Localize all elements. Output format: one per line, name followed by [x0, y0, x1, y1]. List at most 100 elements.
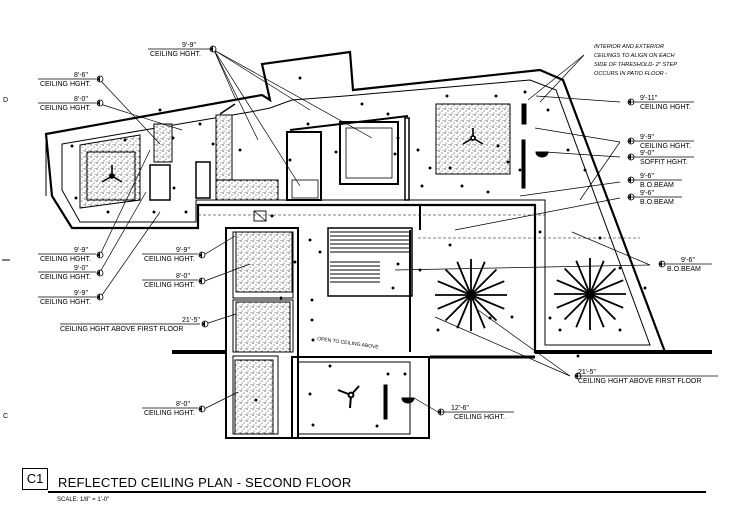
downlight-fixtures [70, 76, 647, 428]
downlight [576, 354, 580, 358]
svg-text:CEILING HGHT.: CEILING HGHT. [454, 414, 505, 421]
elevation-marker-fill [199, 252, 202, 258]
downlight [420, 184, 424, 188]
fixture-ray [470, 280, 505, 296]
downlight [310, 298, 314, 302]
callout-left-5: 9'-9" CEILING HGHT. [38, 290, 96, 306]
ceiling-fan-icon [337, 385, 360, 409]
downlight [171, 136, 175, 140]
svg-text:12'-6": 12'-6" [451, 405, 469, 412]
downlight [403, 372, 407, 376]
open-to-ceiling-label: OPEN TO CEILING ABOVE [317, 336, 380, 351]
downlight [448, 243, 452, 247]
fixture-ray [437, 280, 472, 296]
svg-text:9'-6": 9'-6" [640, 190, 654, 197]
downlight [70, 144, 74, 148]
fixture-ray [470, 294, 498, 322]
stipple-zones [79, 103, 511, 435]
downlight [445, 94, 449, 98]
callout-left-4: 9'-0" CEILING HGHT. [38, 265, 96, 281]
downlight [396, 136, 400, 140]
downlight [74, 196, 78, 200]
callout-left-2: 8'-0" CEILING HGHT. [38, 96, 96, 112]
grid-mark-d: D [3, 97, 8, 104]
svg-text:9'-9": 9'-9" [182, 42, 196, 49]
downlight [386, 112, 390, 116]
fixture-ray [444, 268, 472, 296]
downlight [310, 318, 314, 322]
drawing-title: REFLECTED CEILING PLAN - SECOND FLOOR [58, 475, 352, 490]
elevation-marker-fill [97, 76, 100, 82]
downlight [152, 210, 156, 214]
fixture-ray [470, 294, 505, 310]
fixture-ray [589, 279, 624, 295]
svg-text:SOFFIT HGHT.: SOFFIT HGHT. [640, 159, 688, 166]
svg-text:CEILING HGHT.: CEILING HGHT. [640, 104, 691, 111]
callout-right-8: 12'-6" CEILING HGHT. [440, 405, 514, 421]
ceiling-note: INTERIOR AND EXTERIOR CEILINGS TO ALIGN … [594, 44, 677, 77]
drawing-id-box: C1 [22, 468, 48, 490]
svg-text:CEILING HGHT.: CEILING HGHT. [144, 282, 195, 289]
downlight [298, 76, 302, 80]
downlight [306, 122, 310, 126]
sconce-icon [401, 151, 549, 404]
svg-text:9'-9": 9'-9" [74, 290, 88, 297]
svg-text:8'-0": 8'-0" [74, 96, 88, 103]
svg-text:9'-9": 9'-9" [176, 247, 190, 254]
downlight [308, 238, 312, 242]
svg-text:CEILING HGHT.: CEILING HGHT. [40, 256, 91, 263]
downlight [448, 166, 452, 170]
svg-text:CEILING HGHT.: CEILING HGHT. [144, 256, 195, 263]
downlight [643, 286, 647, 290]
downlight [279, 296, 283, 300]
elevation-marker-fill [97, 270, 100, 276]
fixture-ray [589, 293, 624, 309]
svg-text:CEILING HGHT.: CEILING HGHT. [640, 143, 691, 150]
svg-text:CEILING HGHT ABOVE FIRST FLOOR: CEILING HGHT ABOVE FIRST FLOOR [60, 326, 183, 333]
note-line: CEILINGS TO ALIGN ON EACH [594, 53, 675, 59]
pendant-fixture-icon [435, 259, 507, 331]
svg-text:B.O.BEAM: B.O.BEAM [667, 266, 701, 273]
svg-text:21'-5": 21'-5" [182, 317, 200, 324]
leader-lines [99, 49, 651, 413]
elevation-marker-fill [199, 406, 202, 412]
fixture-ray [470, 268, 498, 296]
downlight [428, 166, 432, 170]
downlight [308, 392, 312, 396]
fixture-ray [575, 293, 591, 328]
elevation-marker-fill [97, 294, 100, 300]
downlight [396, 262, 400, 266]
downlight [436, 328, 440, 332]
downlight [618, 266, 622, 270]
downlight [486, 190, 490, 194]
downlight [293, 260, 297, 264]
downlight [416, 148, 420, 152]
fixture-ray [470, 294, 486, 329]
downlight [106, 210, 110, 214]
downlight [375, 424, 379, 428]
fixture-ray [589, 293, 605, 328]
downlight [270, 214, 274, 218]
callout-right-6: 9'-6" B.O.BEAM [660, 257, 712, 273]
downlight [496, 144, 500, 148]
elevation-marker-fill [210, 46, 213, 52]
callout-mid-1: 9'-9" CEILING HGHT. [142, 247, 198, 263]
svg-text:9'-0": 9'-0" [74, 265, 88, 272]
fixture-ray [556, 279, 591, 295]
interior-fixtures [45, 103, 640, 420]
downlight [618, 328, 622, 332]
svg-text:21'-5": 21'-5" [578, 369, 596, 376]
downlight [184, 210, 188, 214]
svg-text:B.O.BEAM: B.O.BEAM [640, 199, 674, 206]
callout-right-5: 9'-6" B.O.BEAM [628, 190, 682, 206]
svg-text:9'-9": 9'-9" [74, 247, 88, 254]
drawing-scale: SCALE: 1/8" = 1'-0" [57, 497, 110, 503]
callout-mid-2: 8'-0" CEILING HGHT. [142, 273, 198, 289]
downlight [391, 286, 395, 290]
fixture-ray [589, 267, 617, 295]
fixture-ray [470, 261, 486, 296]
fixture-ray [563, 293, 591, 321]
downlight [460, 184, 464, 188]
fixture-ray [589, 293, 617, 321]
